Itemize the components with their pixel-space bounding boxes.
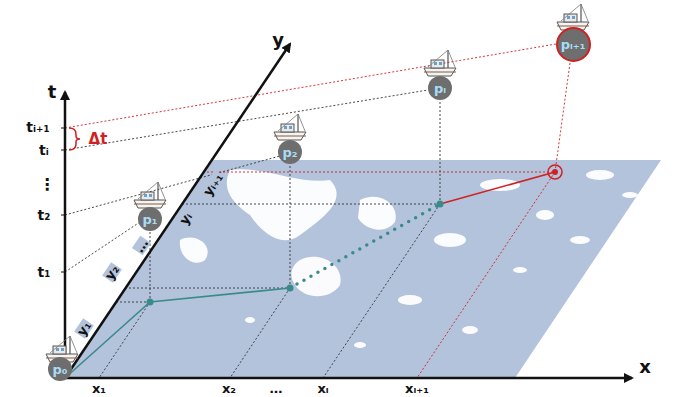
- axis-label: x₁: [92, 382, 106, 395]
- axis-label: xᵢ: [317, 382, 328, 395]
- trajectory-gap: [290, 204, 440, 288]
- point-label: pᵢ₊₁: [561, 38, 586, 51]
- axis-label: xᵢ₊₁: [405, 382, 429, 395]
- axis-label: …: [131, 235, 150, 255]
- point-circle: p₁: [138, 207, 162, 231]
- point-circle: pᵢ: [428, 76, 452, 100]
- point-circle: pᵢ₊₁: [556, 27, 591, 62]
- islands: [180, 169, 638, 348]
- point-circle: p₀: [48, 357, 72, 381]
- ship: [274, 114, 306, 140]
- ticks: [61, 128, 65, 272]
- axis-label: y₁: [74, 318, 94, 339]
- point-circle: p₂: [278, 140, 302, 164]
- axis-label: t: [48, 83, 57, 101]
- delta-bracket: [69, 128, 80, 150]
- point-label: p₁: [143, 213, 158, 226]
- axis-label: tᵢ: [39, 143, 49, 157]
- trajectory: [65, 288, 290, 378]
- axis-label: tᵢ₊₁: [26, 120, 49, 134]
- axis-label: y: [272, 31, 284, 49]
- ship: [134, 182, 166, 208]
- axes: [64, 44, 632, 379]
- point-label: p₀: [53, 363, 68, 376]
- point-label: pᵢ: [434, 82, 446, 95]
- projection-lines-next: [65, 44, 570, 378]
- axis-label: y₂: [102, 262, 122, 283]
- ship: [424, 50, 456, 76]
- axis-label: ⋮: [39, 177, 55, 193]
- axis-label: x₂: [222, 382, 236, 395]
- track-points: [147, 165, 563, 306]
- point-label: p₂: [283, 146, 298, 159]
- axis-label: x: [639, 358, 651, 376]
- axis-label: Δt: [89, 132, 108, 147]
- map-plane: [65, 160, 661, 378]
- axis-label: t₂: [38, 208, 51, 222]
- axis-label: t₁: [38, 265, 51, 279]
- axis-label: …: [270, 382, 283, 395]
- trajectory-next: [440, 172, 555, 204]
- projection-lines: [65, 90, 440, 378]
